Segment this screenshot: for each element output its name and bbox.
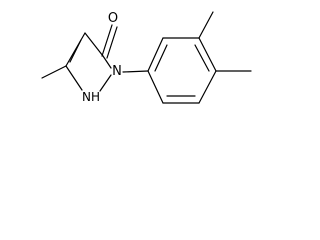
pyrazolone-ring	[65, 32, 112, 92]
bond-c5-methyl	[41, 65, 67, 79]
bond-n1-n2	[99, 74, 112, 92]
aryl-methyl-groups	[198, 11, 252, 72]
bond-c3-c4-single	[84, 32, 104, 57]
carbonyl-bond-2	[106, 26, 118, 59]
chemical-structure-diagram: O N NH	[41, 11, 252, 104]
bond-c4-c5-inner	[69, 39, 82, 63]
bond-aryl-methyl-top	[198, 11, 214, 39]
carbonyl-bond-1	[101, 24, 113, 57]
nh-atom-label: NH	[82, 90, 100, 104]
bond-n2-phenyl	[122, 70, 149, 73]
oxygen-atom-label: O	[108, 11, 118, 26]
benzene-ring	[147, 37, 217, 104]
bond-c5-n1	[65, 65, 83, 91]
benzene-bond-6	[147, 70, 164, 104]
benzene-bond-1	[147, 37, 164, 72]
carbonyl-group	[101, 24, 118, 59]
benzene-bond-3-inner	[194, 44, 210, 72]
ring-methyl-group	[41, 65, 67, 79]
benzene-bond-3	[198, 37, 217, 72]
benzene-bond-4	[198, 70, 217, 104]
n-aryl-linkage	[122, 70, 149, 73]
nitrogen-atom-label: N	[112, 64, 122, 79]
bond-n2-c3	[102, 55, 112, 69]
bond-c4-c5-outer	[65, 32, 86, 67]
benzene-bond-1-inner	[154, 44, 168, 72]
